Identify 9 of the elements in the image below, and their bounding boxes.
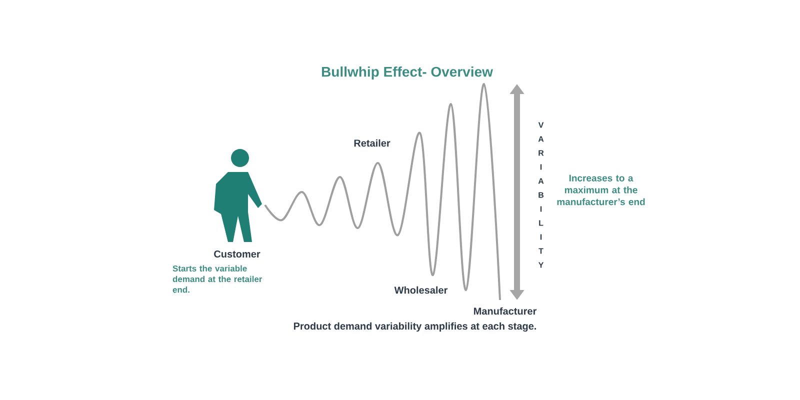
- caption: Product demand variability amplifies at each stage.: [294, 322, 536, 332]
- stage-label: Customer: [214, 250, 260, 258]
- axis-label: V A R I A B I L I T Y: [538, 122, 544, 268]
- title: Bullwhip Effect- Overview: [322, 66, 493, 80]
- stage-label: Retailer: [354, 139, 390, 147]
- note-text: Starts the variable demand at the retailer end.: [172, 265, 262, 293]
- stage-label: Wholesaler: [394, 286, 448, 294]
- stage-label: Manufacturer: [474, 307, 537, 315]
- note-text: Increases to a maximum at the manufacturer’s end: [557, 174, 645, 206]
